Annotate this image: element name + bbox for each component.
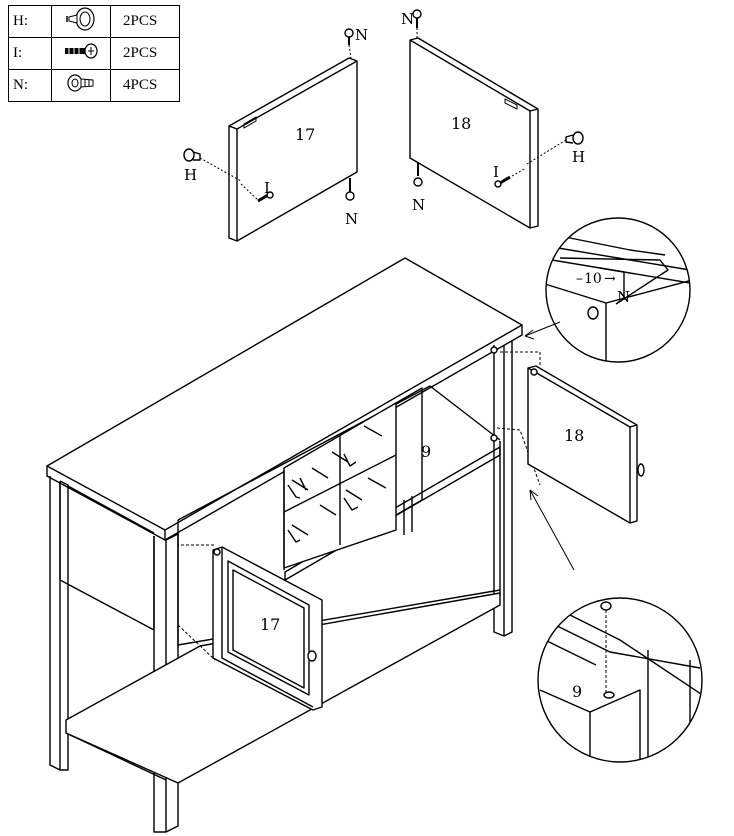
part-label-h: H [184,166,197,184]
parts-row-n: N: 4PCS [8,69,180,102]
part-label-h: H [572,148,585,166]
detail-callout-bottom [529,489,703,763]
door-panel-17-installed [212,546,323,711]
part-label-n: N [401,10,414,28]
hinge-pin-icon [413,162,423,187]
screw-icon [494,175,511,188]
part-label-n: N [412,196,425,214]
hinge-pin-icon [344,28,354,45]
part-qty: 2PCS [110,5,180,38]
detail-label-9: 9 [572,682,582,701]
part-label-n: N [345,210,358,228]
knob-icon [307,650,317,662]
door-panel-18-exploded [409,9,584,229]
parts-row-h: H: 2PCS [8,5,180,38]
gap-dimension-suffix: → [604,271,616,287]
cabinet-body [46,257,541,833]
hinge-pin-icon [345,178,355,201]
part-code: N: [8,69,52,102]
part-label-n: N [355,26,368,44]
part-qty: 2PCS [110,37,180,70]
parts-table: H: 2PCS I: 2PCS N: [8,5,180,102]
gap-dimension-prefix: – [576,271,583,287]
parts-row-i: I: 2PCS [8,37,180,70]
door-label-18: 18 [564,426,584,445]
screw-icon [51,37,111,70]
hinge-pin-icon [51,69,111,102]
detail-callout-top [524,217,691,363]
knob-icon [565,131,584,145]
hinge-pin-icon [412,9,422,28]
part-code: I: [8,37,52,70]
panel-label-17: 17 [295,125,315,144]
part-label-i: I [264,179,270,197]
detail-label-n: N [617,288,630,306]
shelf-label-9: 9 [421,442,431,461]
door-panel-18-installed [527,365,645,524]
part-qty: 4PCS [110,69,180,102]
part-label-i: I [493,163,499,181]
knob-icon [51,5,111,38]
door-panel-17-exploded [183,28,358,242]
door-label-17: 17 [260,615,280,634]
panel-label-18: 18 [451,114,471,133]
knob-icon [637,463,645,477]
gap-dimension: 10 [584,271,602,287]
part-code: H: [8,5,52,38]
screw-icon [257,191,274,203]
knob-icon [183,148,201,162]
